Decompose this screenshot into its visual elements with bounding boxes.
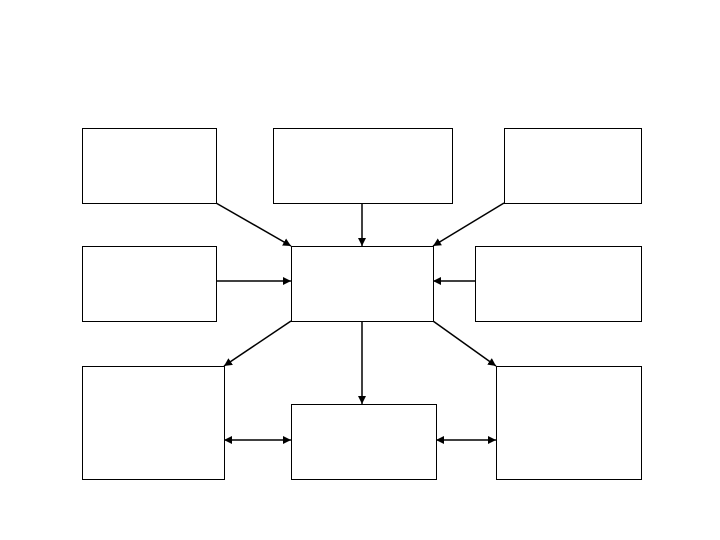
node-middle-right: [475, 246, 642, 322]
edge-center-to-bottom-left: [223, 320, 292, 367]
node-center-hub: [291, 246, 434, 322]
node-middle-left: [82, 246, 217, 322]
node-bottom-left: [82, 366, 225, 480]
node-top-center: [273, 128, 453, 204]
edge-center-to-bottom-right: [432, 320, 497, 367]
node-bottom-center: [291, 404, 437, 480]
node-top-left: [82, 128, 217, 204]
node-bottom-right: [496, 366, 642, 480]
edge-top-right-to-center: [432, 202, 505, 247]
edge-top-left-to-center: [215, 202, 292, 247]
node-top-right: [504, 128, 642, 204]
